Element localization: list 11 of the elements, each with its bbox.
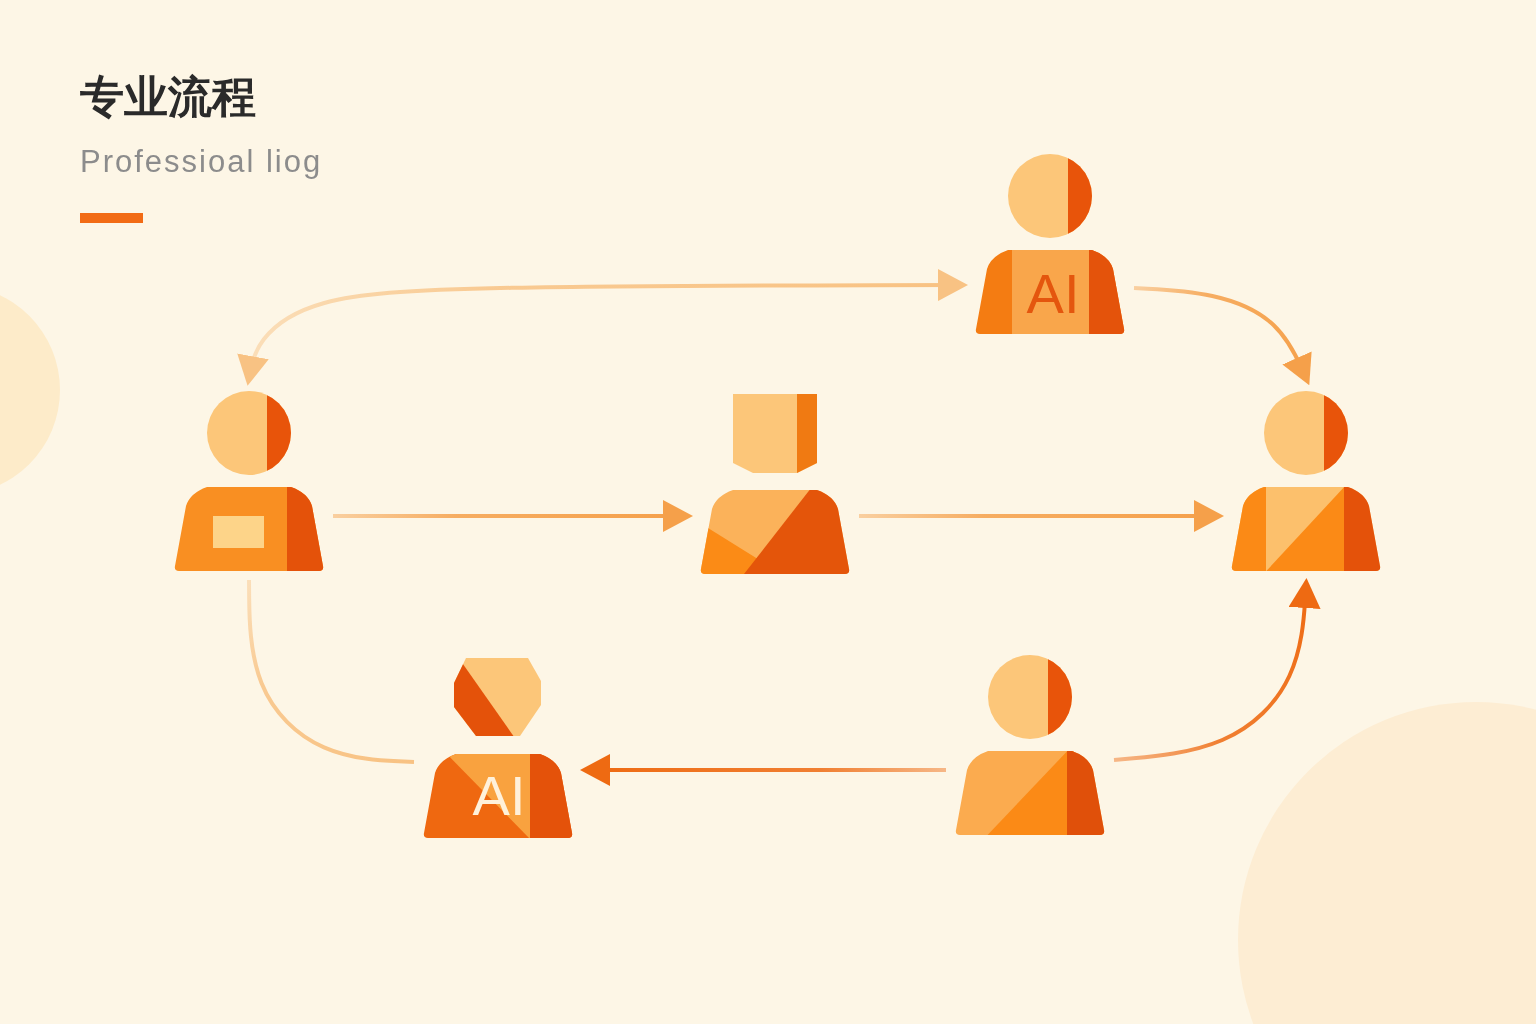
body-label: AI [472, 768, 526, 824]
diagram-title: 专业流程 [80, 72, 256, 123]
subtitle-text: Professioal liog [80, 143, 323, 181]
arrow [580, 754, 946, 786]
arrow [1133, 286, 1312, 386]
body-label: AI [1026, 266, 1080, 322]
arrow [237, 269, 968, 386]
arrow [859, 500, 1224, 532]
connector-line [247, 580, 415, 764]
arrow [333, 500, 693, 532]
arrow [1113, 578, 1321, 762]
